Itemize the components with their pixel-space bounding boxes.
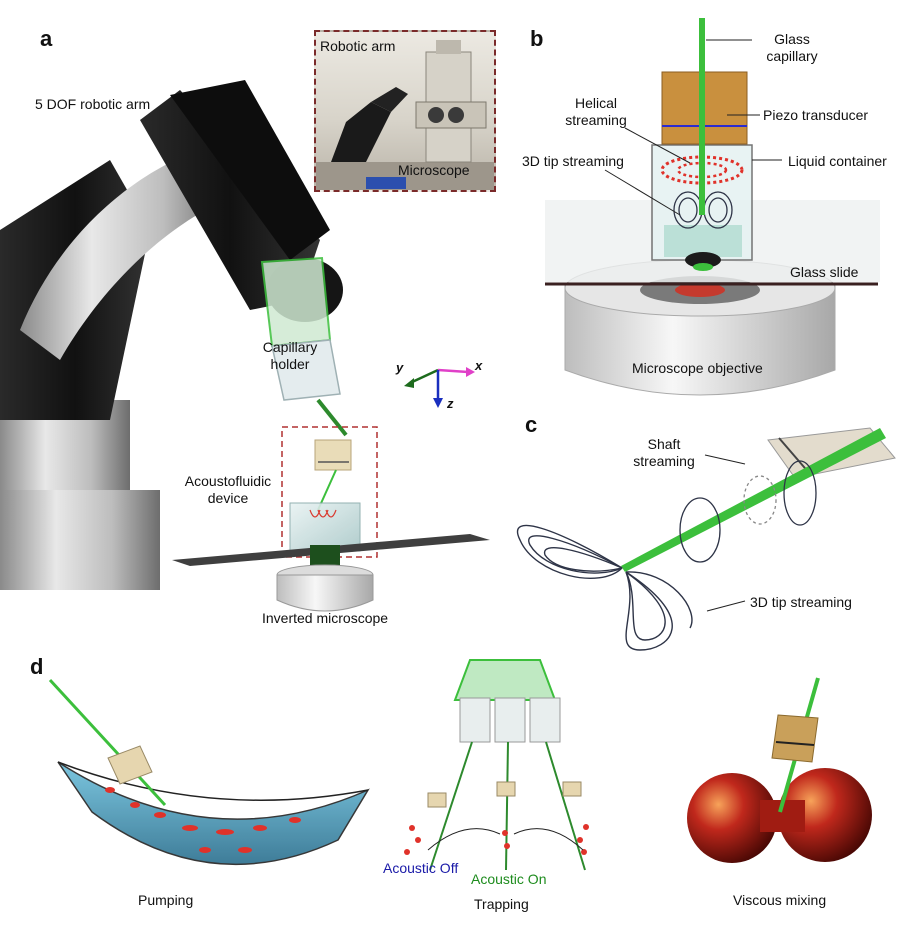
acoustofluidic-device-label: Acoustofluidic device	[178, 473, 278, 507]
glass-capillary-label-line2: capillary	[766, 48, 818, 64]
inset-microscope-label: Microscope	[398, 162, 470, 178]
acoustic-on-label: Acoustic On	[471, 871, 547, 887]
viscous-mixing-label: Viscous mixing	[733, 892, 827, 908]
helical-streaming-label-line2: streaming	[565, 112, 627, 128]
panel-c-illustration	[517, 427, 896, 651]
robot-arm-label: 5 DOF robotic arm	[35, 96, 151, 112]
axis-y-label: y	[396, 360, 404, 375]
liquid-container-label: Liquid container	[788, 153, 887, 169]
acoustic-off-label: Acoustic Off	[383, 860, 459, 876]
shaft-streaming-label: Shaft streaming	[624, 436, 704, 470]
piezo-transducer-label: Piezo transducer	[763, 107, 869, 123]
capillary-holder-label-line2: holder	[270, 356, 310, 372]
capillary-holder-label: Capillary holder	[250, 339, 330, 373]
inset-photograph	[314, 30, 496, 192]
panel-b-illustration	[545, 18, 880, 396]
panel-letter-d: d	[30, 654, 44, 679]
inset-robot-label: Robotic arm	[320, 38, 396, 54]
tip-streaming-label-c: 3D tip streaming	[750, 594, 852, 610]
acoustofluidic-device-label-line1: Acoustofluidic	[184, 473, 272, 489]
axis-x-label: x	[475, 358, 483, 373]
pumping-illustration	[48, 678, 370, 866]
acoustofluidic-device-illustration	[172, 426, 490, 566]
shaft-streaming-label-line2: streaming	[633, 453, 695, 469]
panel-letter-a: a	[40, 26, 53, 51]
trapping-label: Trapping	[474, 896, 529, 912]
pumping-label: Pumping	[138, 892, 194, 908]
trapping-illustration	[404, 659, 589, 871]
panel-letter-c: c	[525, 412, 538, 437]
axis-triad	[404, 367, 475, 408]
panel-letter-b: b	[530, 26, 544, 51]
inverted-microscope-illustration	[276, 564, 374, 612]
shaft-streaming-label-line1: Shaft	[647, 436, 681, 452]
tip-streaming-label-b: 3D tip streaming	[522, 153, 624, 169]
glass-slide-label: Glass slide	[790, 264, 859, 280]
glass-capillary-label: Glass capillary	[752, 31, 832, 65]
capillary-holder-label-line1: Capillary	[262, 339, 318, 355]
inverted-microscope-label: Inverted microscope	[262, 610, 389, 626]
inset-photo-artwork	[316, 40, 494, 190]
viscous-mixing-illustration	[687, 677, 872, 863]
helical-streaming-label-line1: Helical	[574, 95, 617, 111]
axis-z-label: z	[447, 396, 454, 411]
glass-capillary-label-line1: Glass	[774, 31, 810, 47]
acoustofluidic-device-label-line2: device	[207, 490, 249, 506]
microscope-objective-label: Microscope objective	[632, 360, 763, 376]
capillary-holder-illustration	[260, 256, 348, 437]
helical-streaming-label: Helical streaming	[556, 95, 636, 129]
